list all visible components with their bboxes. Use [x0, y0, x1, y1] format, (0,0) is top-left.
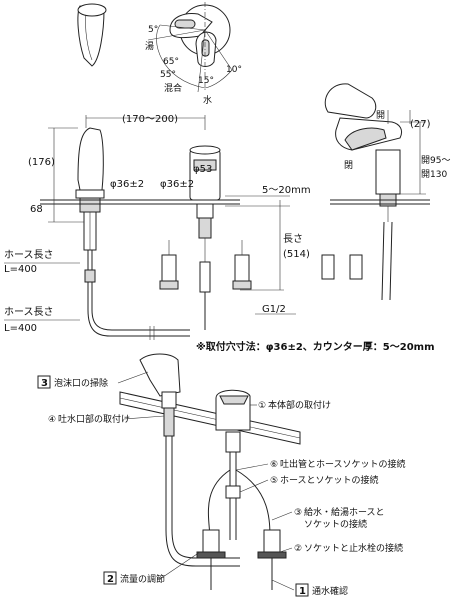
step-2-box [103, 571, 117, 585]
step-3-label: 泡沫口の掃除 [54, 377, 108, 389]
step-3c-num: ③ [294, 508, 302, 518]
step-6-label: 吐出管とホースソケットの接続 [280, 458, 406, 470]
step-6-num: ⑥ [270, 460, 278, 470]
side-view [321, 83, 430, 301]
step-1c-num: ① [258, 401, 266, 411]
mounting-note: ※取付穴寸法：φ36±2、カウンター厚：5～20mm [196, 340, 435, 353]
step-1-num: 1 [299, 586, 306, 597]
step-3-num: 3 [41, 378, 48, 389]
front-view [40, 115, 290, 340]
open-range-label2: 開130 [421, 169, 447, 180]
dim-thickness: 5～20mm [262, 185, 311, 196]
step-5-label: ホースとソケットの接続 [280, 474, 379, 486]
step-2c-label: ソケットと止水栓の接続 [304, 542, 403, 554]
step-4-num: ④ [48, 415, 56, 425]
open-range-label: 開95～ [421, 155, 450, 166]
dim-68: 68 [30, 204, 43, 215]
dim-height: (176) [28, 157, 55, 168]
dim-length-value: (514) [283, 249, 310, 260]
step-5-num: ⑤ [270, 476, 278, 486]
step-2-num: 2 [107, 574, 114, 585]
step-1-label: 通水確認 [312, 585, 348, 597]
dim-phi36-right: φ36±2 [160, 179, 194, 190]
step-2-label: 流量の調節 [120, 573, 165, 585]
top-right-handle-angle-view [147, 2, 233, 93]
thread-label: G1/2 [262, 304, 286, 315]
angle-5-label: 5° [148, 25, 158, 35]
hose-value-2: L=400 [4, 323, 37, 334]
step-1-box [295, 583, 309, 597]
dim-span: (170～200) [122, 114, 178, 125]
water-label: 水 [203, 94, 212, 106]
mix-label: 混合 [164, 82, 182, 94]
angle-15-label: 15° [198, 76, 214, 86]
step-4-label: 吐水口部の取付け [58, 413, 130, 425]
step-3-box [37, 375, 51, 389]
closed-label: 閉 [344, 160, 353, 171]
hose-value-1: L=400 [4, 264, 37, 275]
hose-label-1: ホース長さ [4, 249, 54, 261]
angle-65-label: 65° [163, 57, 179, 67]
step-3c-label-2: ソケットの接続 [304, 518, 367, 530]
step-2c-num: ② [294, 544, 302, 554]
dim-phi36-left: φ36±2 [110, 179, 144, 190]
step-1c-label: 本体部の取付け [268, 399, 331, 411]
dim-length-label: 長さ [283, 233, 303, 245]
angle-55-label: 55° [160, 70, 176, 80]
top-left-handle-view [77, 3, 107, 67]
dim-27: (27) [410, 119, 431, 130]
hot-label: 湯 [145, 41, 154, 52]
hose-label-2: ホース長さ [4, 306, 54, 318]
install-illustration [119, 353, 301, 590]
angle-10-label: 10° [226, 65, 242, 75]
step-3c-label: 給水・給湯ホースと [304, 506, 385, 518]
dim-phi53: φ53 [193, 164, 212, 175]
open-top-label: 開 [376, 110, 385, 121]
